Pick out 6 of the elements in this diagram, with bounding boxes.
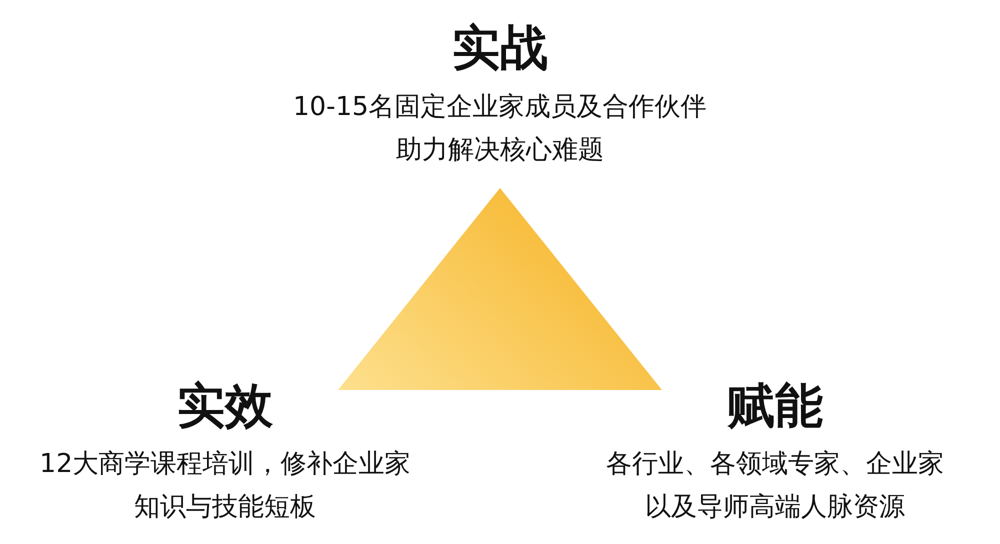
description: 12大商学课程培训，修补企业家知识与技能短板 [38,448,412,524]
heading: 实效 [177,380,273,433]
description: 10-15名固定企业家成员及合作伙伴助力解决核心难题 [292,91,708,167]
heading: 实战 [452,22,548,75]
description: 各行业、各领域专家、企业家以及导师高端人脉资源 [605,448,945,524]
heading: 赋能 [727,380,823,433]
